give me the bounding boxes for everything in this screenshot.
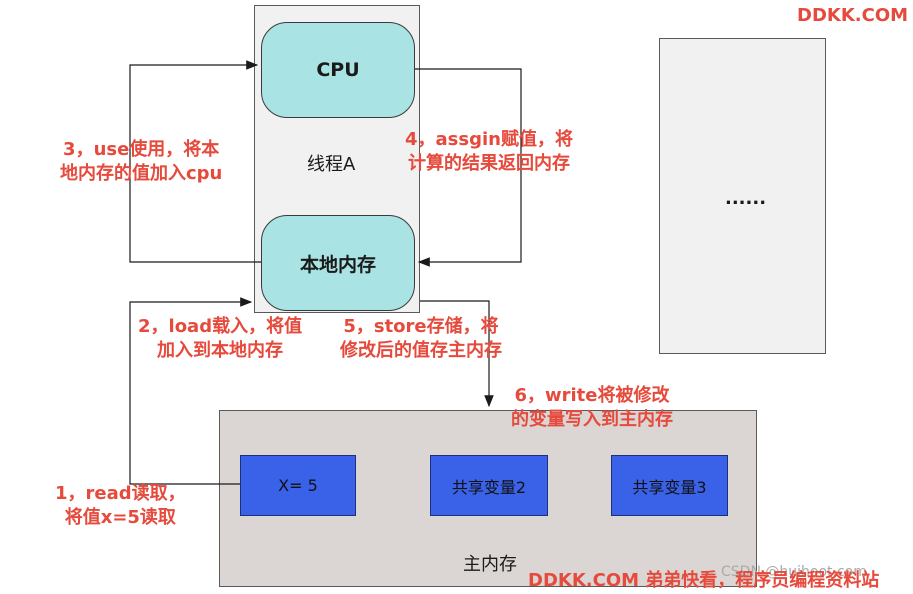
other-thread-label: ...... bbox=[725, 188, 767, 209]
local-memory-node: 本地内存 bbox=[261, 215, 415, 311]
step-4-assign: 4，assgin赋值，将计算的结果返回内存 bbox=[405, 129, 573, 174]
other-thread-box bbox=[659, 38, 826, 354]
brand-bottom: DDKK.COM 弟弟快看，程序员编程资料站 bbox=[528, 570, 880, 591]
brand-top-right: DDKK.COM bbox=[797, 5, 909, 26]
step-5-store: 5，store存储，将修改后的值存主内存 bbox=[340, 316, 502, 361]
step-1-read: 1，read读取，将值x=5读取 bbox=[55, 483, 186, 528]
arrow-read-load bbox=[129, 297, 253, 485]
arrow-store-write bbox=[420, 300, 494, 408]
csdn-watermark: CSDN @huihoot.com bbox=[721, 564, 867, 580]
step-3-use: 3，use使用，将本地内存的值加入cpu bbox=[60, 139, 223, 184]
arrow-use bbox=[129, 60, 261, 263]
main-memory-label: 主内存 bbox=[463, 554, 517, 575]
step-6-write: 6，write将被修改的变量写入到主内存 bbox=[511, 385, 673, 430]
arrow-assign bbox=[415, 68, 522, 267]
shared-var-3: 共享变量3 bbox=[611, 455, 728, 516]
shared-var-x: X= 5 bbox=[240, 455, 356, 516]
shared-var-2: 共享变量2 bbox=[430, 455, 548, 516]
thread-a-label: 线程A bbox=[307, 154, 356, 175]
step-2-load: 2，load载入，将值加入到本地内存 bbox=[138, 316, 303, 361]
cpu-node: CPU bbox=[261, 22, 415, 118]
